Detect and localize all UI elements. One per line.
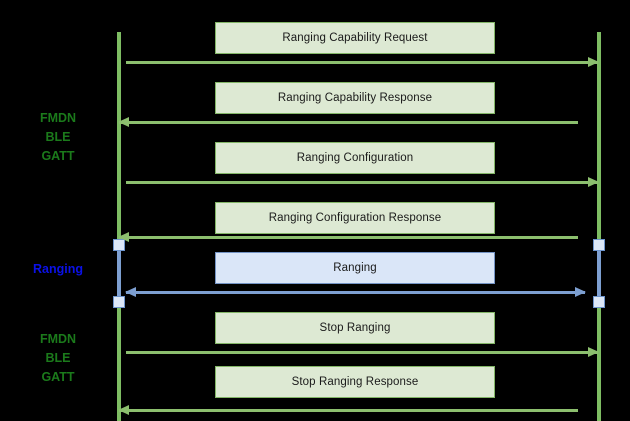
arrow-head-right-icon [588, 346, 599, 357]
message-arrow-stop-ranging-response [118, 404, 578, 415]
activation-left-end [113, 296, 125, 308]
message-arrow-stop-ranging [126, 346, 599, 357]
activation-right-end [593, 296, 605, 308]
group-label-ranging: Ranging [33, 262, 83, 276]
group-label-top: FMDN BLE GATT [39, 111, 77, 163]
arrow-shaft [126, 290, 585, 294]
left-lifeline-lower [117, 306, 121, 421]
arrow-shaft [119, 120, 578, 124]
arrow-head-right-icon [588, 56, 599, 67]
left-lifeline-ranging [117, 243, 121, 308]
arrow-head-left-icon [118, 404, 129, 415]
message-arrow-ranging-configuration-response [118, 231, 578, 242]
message-arrow-ranging-configuration [126, 176, 599, 187]
arrow-head-right-icon [588, 176, 599, 187]
message-box-ranging-capability-response: Ranging Capability Response [215, 82, 495, 114]
message-arrow-ranging-capability-request [126, 56, 599, 67]
left-lifeline-upper [117, 32, 121, 243]
message-box-stop-ranging-response: Stop Ranging Response [215, 366, 495, 398]
right-lifeline-upper [597, 32, 601, 243]
arrow-shaft [126, 60, 598, 64]
arrow-head-left-icon [118, 116, 129, 127]
arrow-head-left-icon [125, 286, 136, 297]
right-lifeline-ranging [597, 243, 601, 308]
arrow-shaft [126, 350, 598, 354]
message-arrow-ranging [125, 286, 586, 297]
message-box-ranging: Ranging [215, 252, 495, 284]
arrow-head-right-icon [575, 286, 586, 297]
activation-right-start [593, 239, 605, 251]
message-box-ranging-configuration-response: Ranging Configuration Response [215, 202, 495, 234]
arrow-head-left-icon [118, 231, 129, 242]
message-box-stop-ranging: Stop Ranging [215, 312, 495, 344]
message-box-ranging-configuration: Ranging Configuration [215, 142, 495, 174]
message-arrow-ranging-capability-response [118, 116, 578, 127]
arrow-shaft [119, 408, 578, 412]
arrow-shaft [126, 180, 598, 184]
right-lifeline-lower [597, 306, 601, 421]
arrow-shaft [119, 235, 578, 239]
message-box-ranging-capability-request: Ranging Capability Request [215, 22, 495, 54]
group-label-bottom: FMDN BLE GATT [39, 332, 77, 384]
